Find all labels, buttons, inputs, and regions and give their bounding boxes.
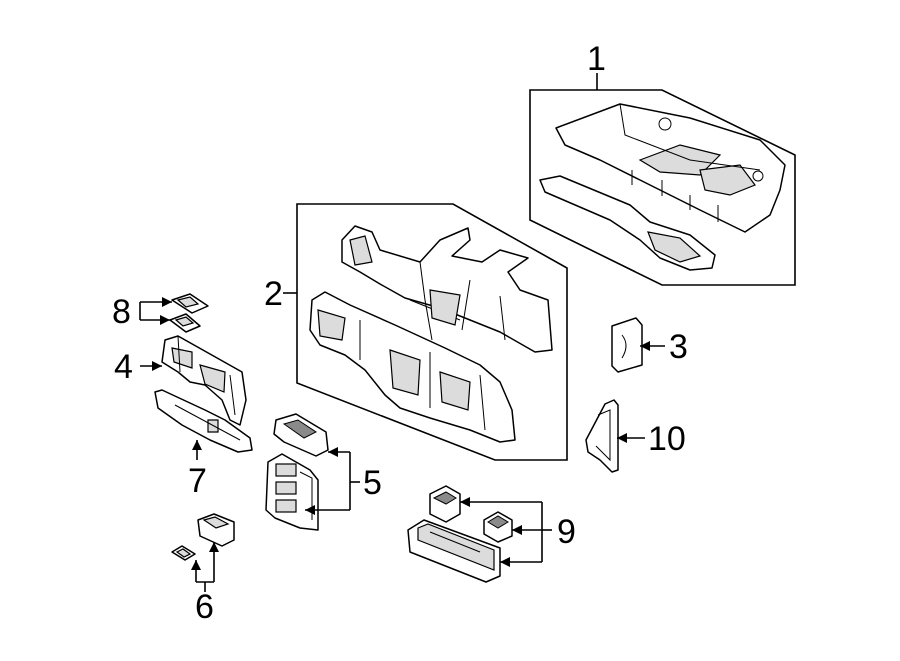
- part-4-group: 4: [114, 335, 247, 426]
- callout-8: 8: [112, 293, 131, 331]
- part-2-group: 2: [264, 203, 568, 461]
- part-9-group: 9: [407, 485, 576, 583]
- part-7-reinforcement: [154, 389, 253, 453]
- part-3-cover: [611, 317, 643, 373]
- part-3-group: 3: [611, 317, 688, 373]
- part-5-group: 5: [265, 413, 382, 531]
- callout-1: 1: [587, 40, 606, 78]
- callout-2: 2: [264, 275, 283, 313]
- callout-10: 10: [648, 420, 686, 458]
- callout-3: 3: [669, 328, 688, 366]
- part-1-frame: [529, 89, 796, 286]
- callout-6: 6: [195, 588, 214, 626]
- callout-9: 9: [557, 513, 576, 551]
- part-8-group: 8: [112, 293, 209, 333]
- part-2-frame: [296, 203, 568, 461]
- part-10-panel: [585, 399, 619, 473]
- part-1-group: 1: [529, 40, 796, 286]
- callout-7: 7: [188, 462, 207, 500]
- callout-4: 4: [114, 348, 133, 386]
- part-6-group: 6: [171, 513, 235, 626]
- callout-5: 5: [363, 464, 382, 502]
- part-10-group: 10: [585, 399, 686, 473]
- part-7-group: 7: [154, 389, 253, 500]
